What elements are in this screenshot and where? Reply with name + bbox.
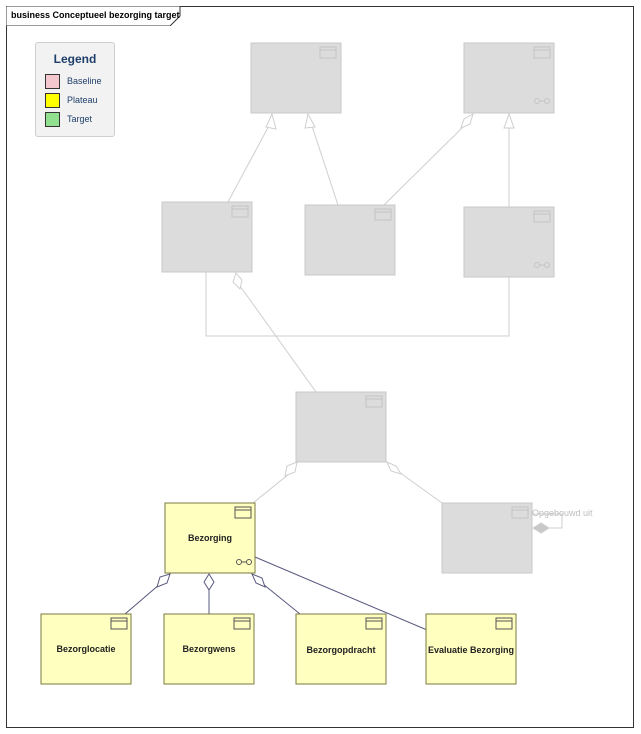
faded-element-5 [463,206,555,278]
legend-label-baseline: Baseline [67,76,102,86]
bezorgwens-box[interactable] [163,613,255,685]
self-composition-line [533,513,563,529]
aggregation-diamond-3 [284,461,298,477]
faded-element-3 [161,201,253,273]
aggregation-diamond-bezorgwens [203,573,215,591]
bezorging-label: Bezorging [188,533,232,543]
evaluatie-bezorging-label: Evaluatie Bezorging [427,645,515,655]
bezorgwens-label: Bezorgwens [182,644,236,654]
composition-diamond [532,522,550,534]
aggregation-diamond-2 [232,272,243,290]
faded-generalization-line-1 [227,119,273,203]
bezorgopdracht-label: Bezorgopdracht [306,645,376,655]
faded-element-2 [463,42,555,114]
faded-element-7 [441,502,533,574]
evaluatie-bezorging-box[interactable] [425,613,517,685]
faded-aggregation-line-4 [398,471,443,504]
diagram-title: business Conceptueel bezorging target [11,10,180,20]
bezorglocatie-label: Bezorglocatie [56,644,116,654]
bezorglocatie-box[interactable] [40,613,132,685]
aggregation-diamond-1 [460,112,474,129]
legend-swatch-target [45,112,60,127]
bezorgopdracht-box[interactable] [295,613,387,685]
faded-element-1 [250,42,342,114]
legend: Legend Baseline Plateau Target [35,42,115,137]
aggregation-line-bezorglocatie [124,583,161,615]
diagram-frame [6,6,634,728]
legend-swatch-baseline [45,74,60,89]
bezorging-box[interactable] [164,502,256,574]
generalization-arrowhead-2 [304,112,316,129]
faded-connector-bracket [205,272,510,337]
composite-link-icon [236,559,252,565]
legend-label-plateau: Plateau [67,95,98,105]
aggregation-line-bezorgopdracht [262,583,301,615]
aggregation-diamond-4 [386,461,403,475]
composite-link-icon [534,98,550,104]
legend-swatch-plateau [45,93,60,108]
composite-link-icon [534,262,550,268]
association-line-evaluatie [254,556,428,631]
faded-aggregation-line-2 [239,285,317,393]
generalization-arrowhead-1 [265,112,277,130]
aggregation-diamond-bezorgopdracht [251,573,266,588]
aggregation-diamond-bezorglocatie [156,573,171,588]
faded-aggregation-line-1 [383,124,466,206]
edge-label-opgebouwd-uit: Opgebouwd uit [532,508,593,518]
faded-aggregation-line-3 [252,473,290,504]
generalization-arrowhead-3 [503,112,515,129]
faded-generalization-line-2 [309,119,339,206]
frame-tab [6,6,181,26]
legend-title: Legend [53,52,97,66]
faded-element-4 [304,204,396,276]
faded-element-6 [295,391,387,463]
legend-label-target: Target [67,114,93,124]
